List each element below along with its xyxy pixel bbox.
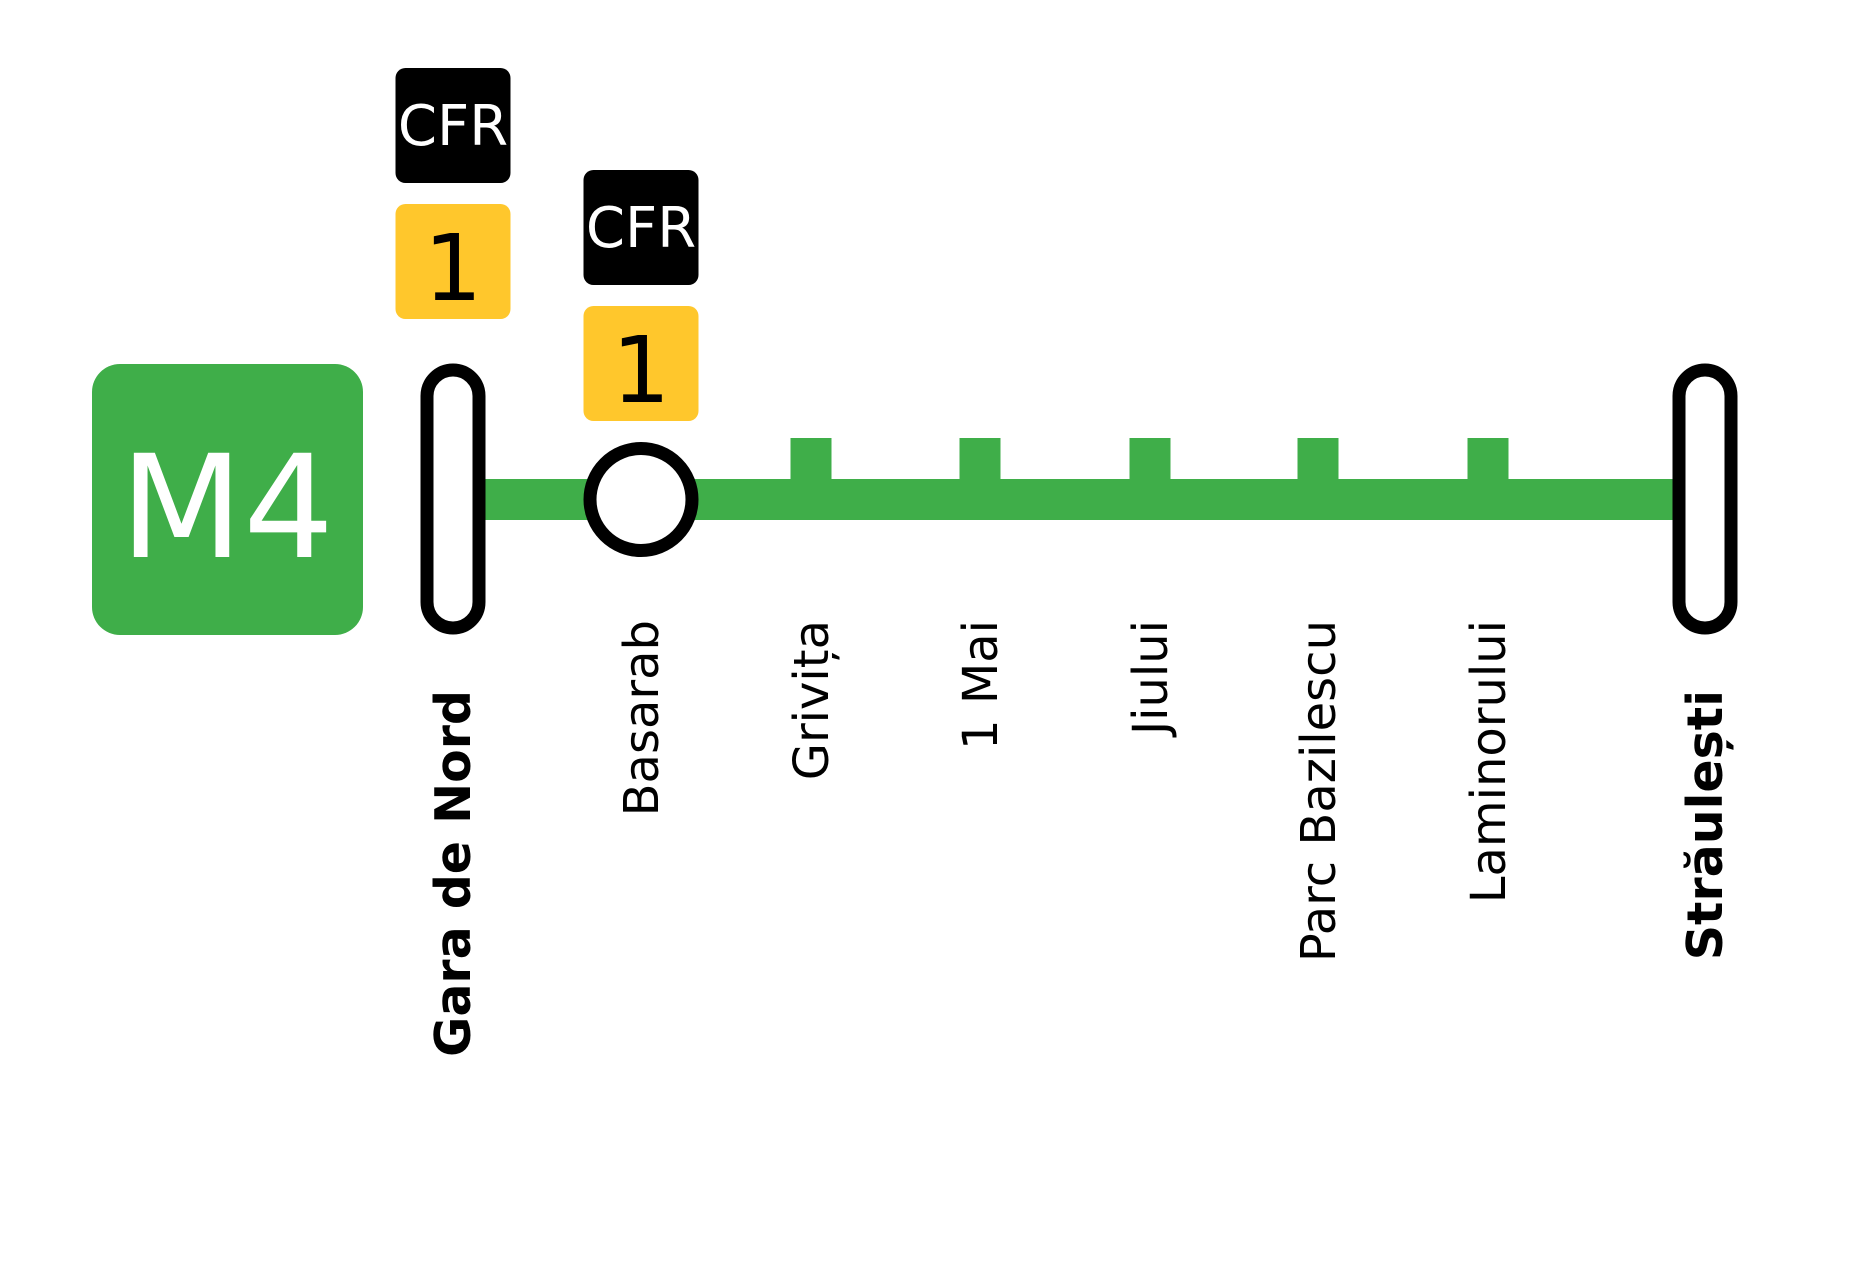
connection-badge-background: [583, 306, 699, 421]
connection-badge-label: 1: [424, 215, 483, 322]
terminus-marker-gara-de-nord[interactable]: [420, 363, 486, 635]
station-label-1-mai[interactable]: 1 Mai: [953, 620, 1009, 750]
line-badge-label: M4: [120, 424, 334, 591]
station-label-laminorului[interactable]: Laminorului: [1461, 620, 1517, 903]
connection-badge-rail: CFR: [583, 170, 699, 285]
connection-badge-label: CFR: [398, 94, 508, 159]
connection-badge-label: 1: [612, 317, 671, 424]
station-ticks: [790, 438, 1509, 480]
station-label-basarab[interactable]: Basarab: [614, 620, 670, 816]
station-labels: Gara de Nord Basarab Grivița 1 Mai Jiului Par…: [425, 620, 1734, 1057]
interchange-marker-basarab[interactable]: [583, 442, 699, 557]
station-label-gara-de-nord[interactable]: Gara de Nord: [425, 690, 482, 1057]
station-label-parc-bazilescu[interactable]: Parc Bazilescu: [1291, 620, 1347, 962]
connection-badge-background: [395, 68, 511, 183]
connection-badge-background: [583, 170, 699, 285]
station-markers: [420, 363, 1738, 635]
station-tick-parc-bazilescu[interactable]: [1297, 438, 1339, 480]
station-label-straulesti[interactable]: Străulești: [1677, 690, 1734, 960]
connection-badge-rail: CFR: [395, 68, 511, 183]
station-tick-jiului[interactable]: [1129, 438, 1171, 480]
connection-badge-metro-line: 1: [583, 306, 699, 424]
station-label-jiului[interactable]: Jiului: [1123, 620, 1179, 738]
connection-badge-metro-line: 1: [395, 204, 511, 322]
line-badge-background: [92, 364, 363, 635]
line-badge: M4: [92, 364, 363, 635]
station-tick-grivita[interactable]: [790, 438, 832, 480]
connection-badge-label: CFR: [586, 196, 696, 261]
connection-badge-background: [395, 204, 511, 319]
station-label-grivita[interactable]: Grivița: [784, 620, 840, 780]
terminus-marker-straulesti[interactable]: [1672, 363, 1738, 635]
station-tick-laminorului[interactable]: [1467, 438, 1509, 480]
station-tick-1-mai[interactable]: [959, 438, 1001, 480]
connection-badges: CFR 1 CFR 1: [395, 68, 699, 424]
